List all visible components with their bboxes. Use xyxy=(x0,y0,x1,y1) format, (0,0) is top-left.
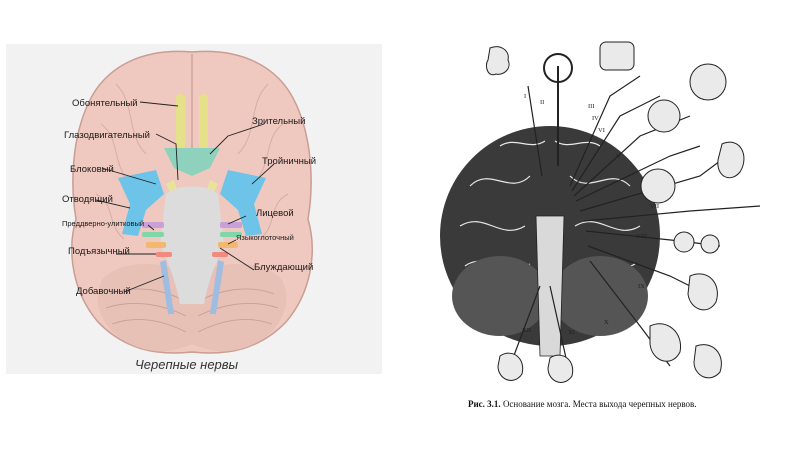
cerebellum-right xyxy=(552,256,648,336)
caption-figure-text: Основание мозга. Места выхода черепных н… xyxy=(502,399,697,409)
face-sketch xyxy=(640,168,676,204)
head-sketch-2 xyxy=(647,99,681,133)
cranial-nerves-color-diagram: Обонятельный Зрительный Глазодвигательны… xyxy=(6,44,382,374)
label-oculomotor: Глазодвигательный xyxy=(64,130,150,141)
numeral-XI: XI xyxy=(568,329,575,336)
label-vestibulocochlear: Преддверно-улитковый xyxy=(62,219,144,228)
ear-sketch-1 xyxy=(673,231,695,253)
label-accessory: Добавочный xyxy=(76,286,131,297)
numeral-VI: VI xyxy=(598,127,605,134)
trigeminal-nerve-left xyxy=(118,170,164,236)
left-diagram-caption: Черепные нервы xyxy=(135,357,239,372)
facial-nerve-right xyxy=(220,222,242,228)
vestibulocochlear-nerve-left xyxy=(142,232,164,237)
glossopharyngeal-nerve-right xyxy=(218,242,238,248)
numeral-V: V xyxy=(616,153,621,160)
label-optic: Зрительный xyxy=(252,116,305,127)
neck-sketch-1 xyxy=(497,352,524,381)
label-glossopharyngeal: Языкоглоточный xyxy=(236,233,294,242)
eye-muscle-sketch xyxy=(599,41,635,71)
label-trigeminal: Тройничный xyxy=(262,156,316,167)
brain-base-illustration: Обонятельный Зрительный Глазодвигательны… xyxy=(62,50,316,354)
accessory-nerve-left xyxy=(160,260,174,314)
ear-sketch-2 xyxy=(700,234,720,254)
trigeminal-nerve-right xyxy=(220,170,266,236)
numeral-VII: VII xyxy=(650,203,659,210)
caption-figure-number: Рис. 3.1. xyxy=(468,399,501,409)
numeral-VIII: VIII xyxy=(636,233,647,240)
label-abducens: Отводящий xyxy=(62,194,113,205)
textbook-figure-brain-base: I II III IV VI V VII VIII IX X XI XII xyxy=(440,36,780,416)
cerebellum-folia xyxy=(105,288,279,333)
neck-sketch-2 xyxy=(547,354,574,383)
label-hypoglossal: Подъязычный xyxy=(68,246,130,257)
nose-sketch xyxy=(485,46,510,76)
hypoglossal-nerve-left xyxy=(156,252,172,257)
brain-base-engraving: I II III IV VI V VII VIII IX X XI XII xyxy=(440,41,761,383)
label-facial: Лицевой xyxy=(256,208,294,219)
optic-chiasm xyxy=(164,148,220,176)
heart-lung-sketch xyxy=(649,323,682,362)
numeral-X: X xyxy=(604,319,609,326)
vestibulocochlear-nerve-right xyxy=(220,232,242,237)
olfactory-nerve-left xyxy=(176,94,185,164)
numeral-XII: XII xyxy=(522,327,531,334)
right-figure-caption: Рис. 3.1. Основание мозга. Места выхода … xyxy=(468,399,697,409)
anatomical-sketches xyxy=(485,41,745,383)
label-vagus: Блуждающий xyxy=(254,262,313,273)
cerebellum-left xyxy=(452,256,548,336)
label-olfactory: Обонятельный xyxy=(72,98,138,109)
eye-icon xyxy=(543,53,573,83)
stomach-sketch xyxy=(693,344,722,379)
tongue-sketch xyxy=(687,273,718,311)
brainstem xyxy=(160,186,224,304)
accessory-nerve-right xyxy=(210,260,224,314)
cerebellum-shape xyxy=(97,263,287,352)
label-trochlear: Блоковый xyxy=(70,164,114,175)
numeral-IV: IV xyxy=(592,115,599,122)
facial-nerve-left xyxy=(142,222,164,228)
head-sketch-1 xyxy=(689,63,727,101)
glossopharyngeal-nerve-left xyxy=(146,242,166,248)
hypoglossal-nerve-right xyxy=(212,252,228,257)
numeral-IX: IX xyxy=(638,283,645,290)
throat-sketch xyxy=(717,141,745,179)
numeral-I: I xyxy=(524,93,526,100)
numeral-II: II xyxy=(540,99,544,106)
numeral-III: III xyxy=(588,103,595,110)
olfactory-nerve-right xyxy=(199,94,208,164)
